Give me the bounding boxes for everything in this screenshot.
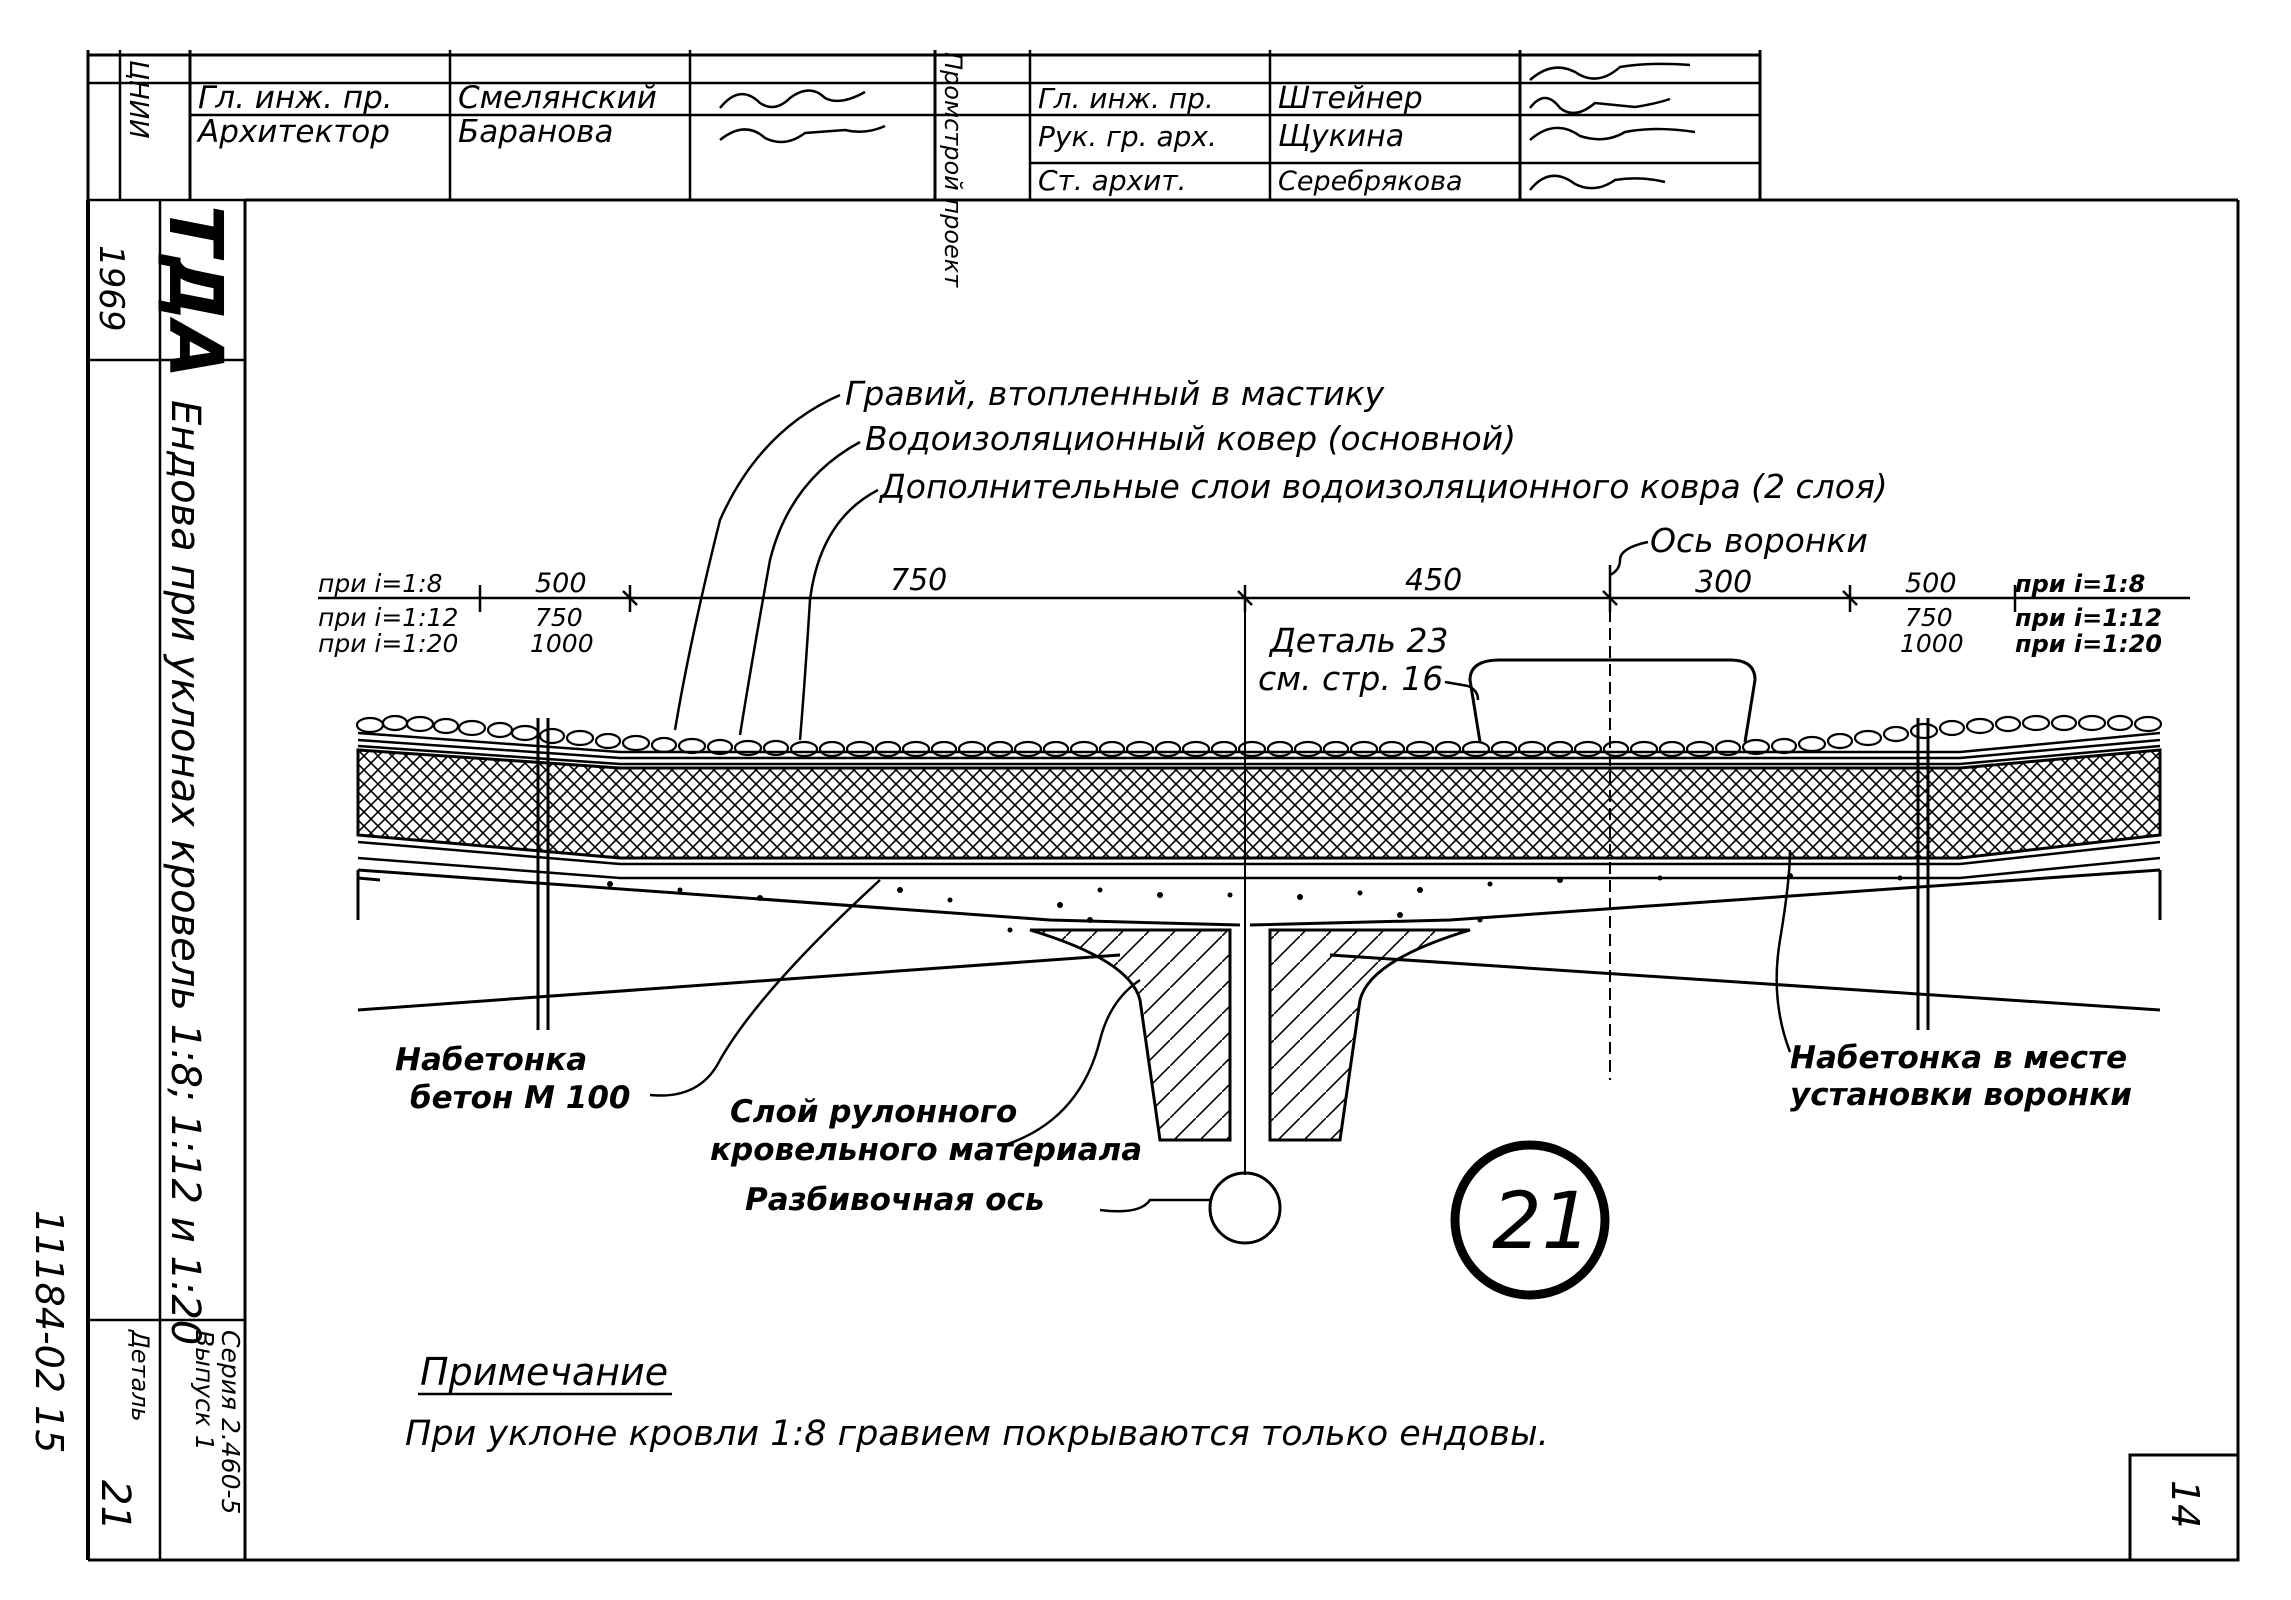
label-concrete-2: бетон М 100 — [410, 1080, 631, 1116]
label-detail-ref-2: см. стр. 16 — [1258, 659, 1443, 698]
label-carpet-extra: Дополнительные слои водоизоляционного ко… — [878, 467, 1888, 506]
detail-number: 21 — [92, 1480, 138, 1531]
dim-left-500: 500 — [535, 568, 587, 599]
title-year: 1969 — [91, 245, 131, 332]
note: Примечание При уклоне кровли 1:8 гравием… — [405, 1350, 1549, 1454]
stamp-left-role-1: Гл. инж. пр. — [198, 80, 393, 116]
dim-left-1000: 1000 — [530, 629, 594, 658]
label-roll-2: кровельного материала — [710, 1132, 1142, 1168]
stamp-left-role-2: Архитектор — [196, 114, 390, 150]
funnel-shape — [1468, 658, 1757, 743]
dim-right-300: 300 — [1695, 565, 1752, 600]
axis-marker — [1208, 1171, 1282, 1245]
valley-rib-right — [1268, 928, 1471, 1142]
label-concrete-funnel-1: Набетонка в месте — [1790, 1040, 2127, 1076]
emblem: ТДА — [152, 205, 238, 379]
stamp-right-role-3: Ст. архит. — [1038, 164, 1187, 197]
dim-right-slope-2: при i=1:12 — [2015, 604, 2162, 632]
dim-right-450: 450 — [1405, 563, 1462, 598]
dim-right-1000: 1000 — [1900, 629, 1964, 658]
concrete-fill — [607, 873, 1903, 933]
dim-left-slope-3: при i=1:20 — [318, 629, 458, 658]
stamp-right-name-1: Штейнер — [1278, 81, 1423, 116]
label-gravel: Гравий, втопленный в мастику — [845, 374, 1385, 413]
series-label: Серия 2.460-5 — [216, 1330, 245, 1514]
dim-right-750: 750 — [1905, 603, 1953, 632]
stamp-left-name-2: Баранова — [458, 114, 613, 150]
stamp-org-vertical: Промстрой проект — [939, 52, 967, 288]
note-text: При уклоне кровли 1:8 гравием покрываютс… — [405, 1414, 1549, 1454]
insulation-layer — [356, 748, 2162, 860]
label-concrete-funnel-2: установки воронки — [1790, 1077, 2132, 1113]
roof-section — [355, 605, 2163, 1245]
label-funnel-axis: Ось воронки — [1650, 521, 1868, 560]
label-detail-ref-1: Деталь 23 — [1268, 621, 1449, 660]
label-axis: Разбивочная ось — [745, 1182, 1045, 1218]
note-heading: Примечание — [420, 1350, 668, 1394]
stamp-right-name-2: Щукина — [1278, 119, 1404, 154]
dim-right-500: 500 — [1905, 568, 1957, 599]
signatures — [719, 62, 1696, 191]
document-number: 11184-02 15 — [27, 1210, 71, 1453]
dimension-line — [318, 565, 2190, 612]
label-concrete-1: Набетонка — [395, 1042, 587, 1078]
dim-right-slope-1: при i=1:8 — [2015, 570, 2145, 598]
leaders-top — [673, 393, 1649, 741]
title-block: ТДА 1969 Ендова при уклонах кровель 1:8;… — [27, 205, 245, 1531]
top-stamp: Гл. инж. пр. Смелянский Архитектор Баран… — [86, 50, 1762, 288]
label-roll-1: Слой рулонного — [730, 1094, 1017, 1130]
drawing-title: Ендова при уклонах кровель 1:8; 1:12 и 1… — [162, 400, 208, 1345]
sheet-number: 14 — [2163, 1480, 2207, 1528]
detail-mark: 21 — [1450, 1140, 1610, 1300]
dim-left-slope-1: при i=1:8 — [318, 569, 443, 598]
stamp-right-role-1: Гл. инж. пр. — [1038, 82, 1214, 115]
dim-left-slope-2: при i=1:12 — [318, 603, 458, 632]
valley-rib-left — [1029, 928, 1232, 1142]
stamp-right-role-2: Рук. гр. арх. — [1038, 120, 1217, 153]
sheet-number-box: 14 — [2128, 1453, 2240, 1562]
detail-label: Деталь — [126, 1329, 154, 1422]
sheet-frame — [86, 198, 2240, 1562]
dim-left-750: 750 — [535, 603, 583, 632]
dim-right-slope-3: при i=1:20 — [2015, 630, 2162, 658]
leaders-bottom — [649, 849, 1792, 1213]
stamp-left-name-1: Смелянский — [458, 80, 657, 116]
gravel-layer — [355, 714, 2163, 758]
detail-mark-number: 21 — [1492, 1177, 1591, 1267]
issue-label: Выпуск 1 — [190, 1330, 219, 1451]
label-carpet-main: Водоизоляционный ковер (основной) — [865, 419, 1516, 458]
stamp-right-name-3: Серебрякова — [1278, 166, 1463, 197]
dim-left-main: 750 — [890, 563, 947, 598]
stamp-left-edge-vertical: ЦНИИ — [123, 60, 153, 139]
